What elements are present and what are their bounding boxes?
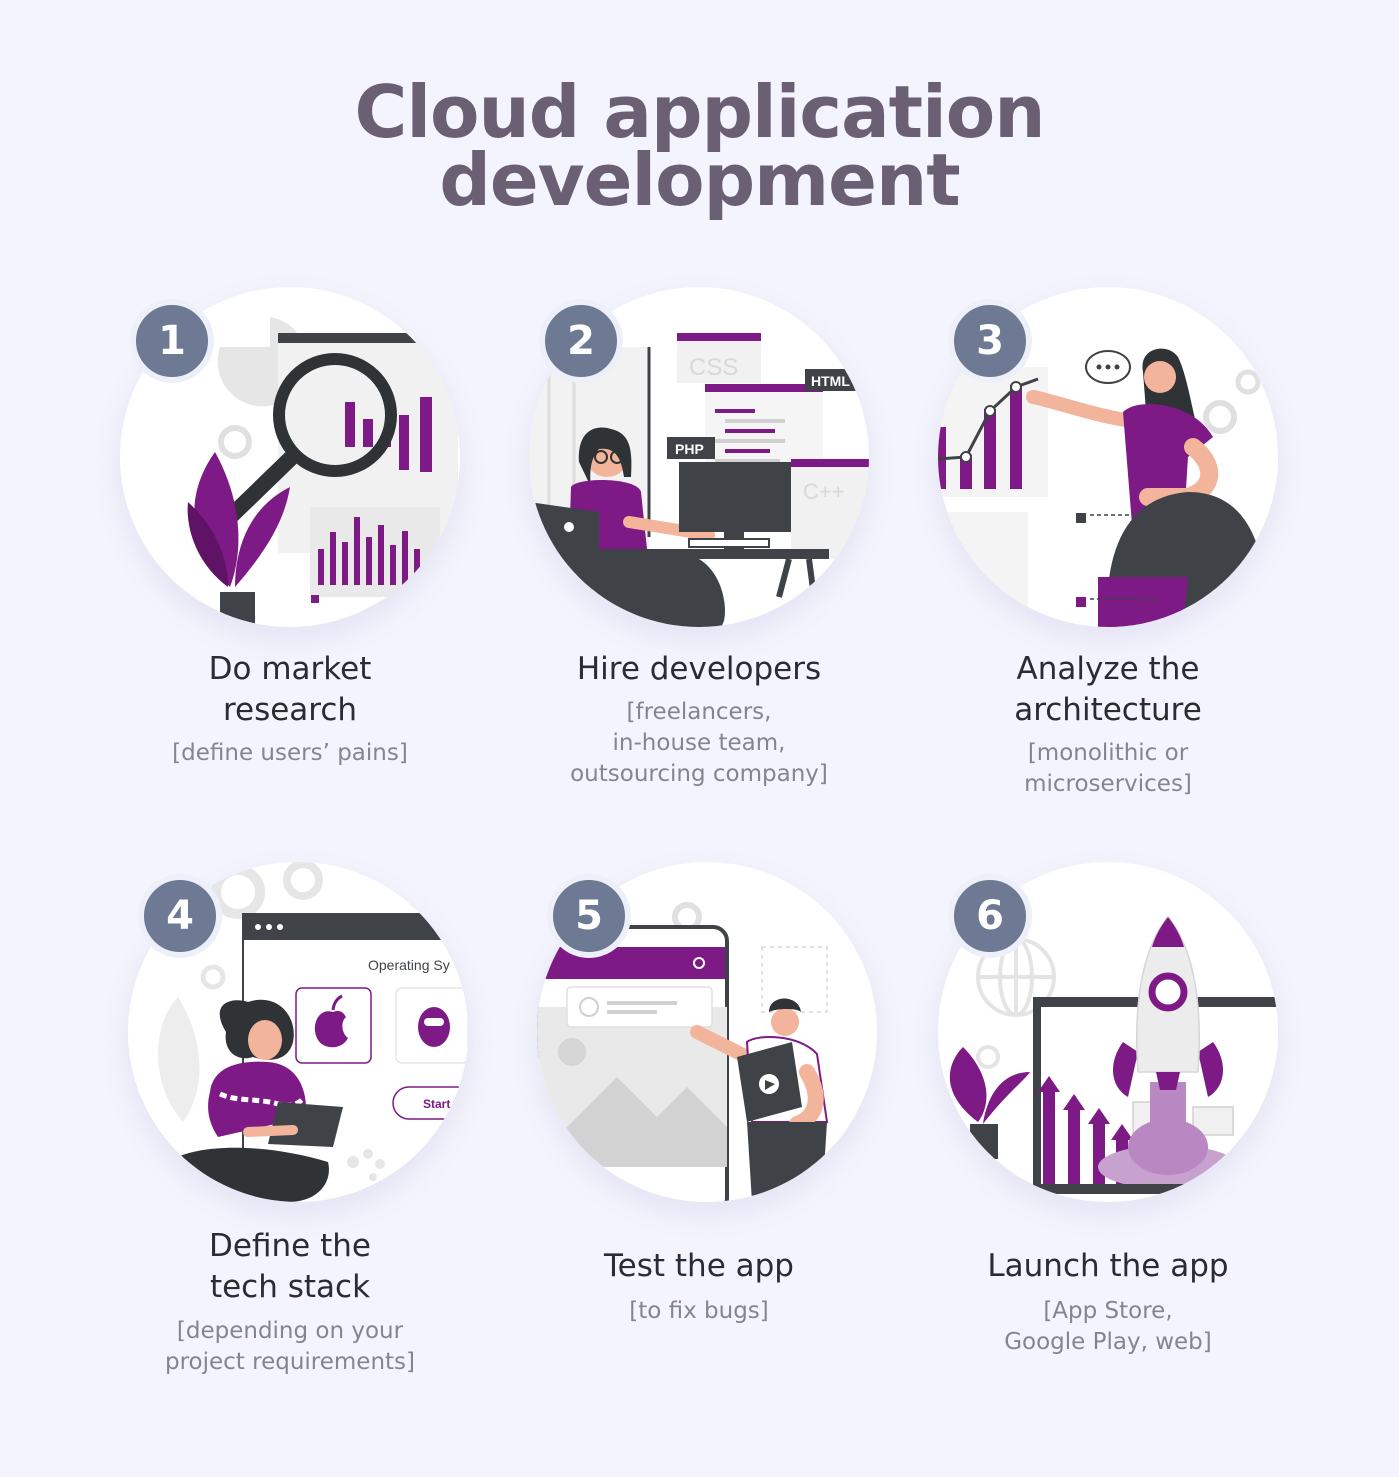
step-6-detail: [App Store, Google Play, web] <box>898 1296 1318 1358</box>
step-4-heading-line-2: tech stack <box>209 1269 371 1305</box>
php-label: PHP <box>675 441 704 457</box>
step-5-detail: [to fix bugs] <box>489 1296 909 1327</box>
step-2: CSS HTML PHP C++ <box>489 287 909 797</box>
css-label: CSS <box>689 354 738 381</box>
step-1-detail: [define users’ pains] <box>80 738 500 769</box>
step-6: 6 Launch the app [App Store, Google Play… <box>898 862 1318 1372</box>
start-button-label: Start <box>423 1097 450 1111</box>
step-5-detail-line-1: [to fix bugs] <box>629 1298 769 1324</box>
step-6-heading-line-1: Launch the app <box>987 1248 1229 1284</box>
step-2-detail-line-3: outsourcing company] <box>570 761 828 787</box>
step-3-detail-line-1: [monolithic or <box>1027 740 1189 766</box>
html-label: HTML <box>811 373 850 389</box>
step-4-detail-line-1: [depending on your <box>176 1318 404 1344</box>
step-4-number-badge: 4 <box>138 874 222 958</box>
step-2-heading-line-1: Hire developers <box>576 651 822 687</box>
title-line-2: development <box>439 138 960 222</box>
step-1-heading-line-1: Do market <box>208 651 372 687</box>
step-1-number-badge: 1 <box>130 299 214 383</box>
step-5-heading: Test the app <box>489 1246 909 1287</box>
title-line-1: Cloud application <box>354 70 1046 154</box>
step-3-heading: Analyze the architecture <box>898 649 1318 731</box>
operating-system-label: Operating Sy <box>368 957 450 973</box>
step-1-detail-line-1: [define users’ pains] <box>172 740 408 766</box>
step-5-heading-line-1: Test the app <box>604 1248 794 1284</box>
step-3-illustration <box>938 287 1278 627</box>
step-1-heading: Do market research <box>80 649 500 731</box>
step-2-detail: [freelancers, in-house team, outsourcing… <box>489 697 909 790</box>
step-2-illustration: CSS HTML PHP C++ <box>529 287 869 627</box>
step-2-detail-line-1: [freelancers, <box>626 699 772 725</box>
step-4-heading: Define the tech stack <box>80 1226 500 1308</box>
step-5-illustration <box>537 862 877 1202</box>
step-2-detail-line-2: in-house team, <box>612 730 786 756</box>
step-6-detail-line-1: [App Store, <box>1043 1298 1173 1324</box>
page-title: Cloud application development <box>0 70 1399 222</box>
step-3-number-badge: 3 <box>948 299 1032 383</box>
step-6-number-badge: 6 <box>948 874 1032 958</box>
step-1-heading-line-2: research <box>222 692 358 728</box>
cpp-label: C++ <box>803 479 845 504</box>
step-4-detail-line-2: project requirements] <box>164 1349 415 1375</box>
step-6-detail-line-2: Google Play, web] <box>1004 1329 1212 1355</box>
step-3-heading-line-2: architecture <box>1014 692 1202 728</box>
step-1: 1 Do market research [define users’ pain… <box>80 287 500 787</box>
step-2-number-badge: 2 <box>539 299 623 383</box>
step-4-heading-line-1: Define the <box>209 1228 371 1264</box>
step-6-heading: Launch the app <box>898 1246 1318 1287</box>
step-3: 3 Analyze the architecture [monolithic o… <box>898 287 1318 807</box>
step-4: Operating Sy Start 4 Define the tech sta… <box>80 862 500 1382</box>
step-5: 5 Test the app [to fix bugs] <box>489 862 909 1342</box>
step-4-detail: [depending on your project requirements] <box>80 1316 500 1378</box>
step-3-detail: [monolithic or microservices] <box>898 738 1318 800</box>
step-3-detail-line-2: microservices] <box>1024 771 1192 797</box>
step-5-number-badge: 5 <box>547 874 631 958</box>
step-2-heading: Hire developers <box>489 649 909 690</box>
step-3-heading-line-1: Analyze the <box>1016 651 1200 687</box>
